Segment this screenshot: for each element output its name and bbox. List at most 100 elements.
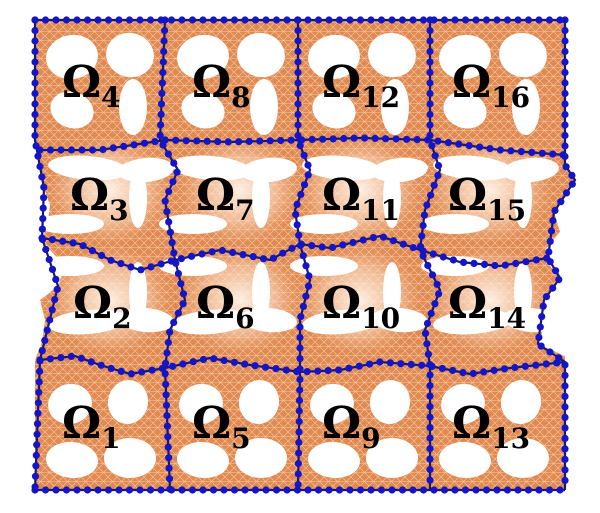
node-dot (561, 68, 569, 77)
node-dot (163, 208, 171, 216)
node-dot (78, 146, 86, 154)
node-dot (345, 364, 353, 372)
node-dot (51, 296, 59, 304)
node-dot (418, 232, 426, 240)
node-dot (162, 380, 170, 388)
node-dot (31, 26, 39, 35)
node-dot (535, 333, 543, 341)
node-dot (179, 300, 187, 308)
node-dot (35, 378, 43, 386)
node-dot (435, 290, 443, 298)
node-dot (496, 146, 504, 154)
node-dot (356, 486, 365, 494)
node-dot (77, 354, 85, 362)
node-dot (39, 204, 47, 212)
node-dot (302, 262, 310, 270)
node-dot (561, 455, 569, 463)
node-dot (296, 386, 304, 394)
node-dot (295, 438, 303, 447)
hole (129, 168, 147, 228)
node-dot (418, 361, 426, 369)
node-dot (164, 443, 172, 451)
node-dot (304, 486, 312, 494)
node-dot (161, 26, 169, 35)
node-dot (561, 466, 569, 474)
node-dot (403, 135, 411, 143)
node-dot (536, 323, 544, 331)
node-dot (159, 68, 167, 77)
node-dot (120, 142, 128, 150)
node-dot (158, 79, 166, 87)
node-dot (426, 371, 434, 379)
hole (119, 79, 147, 135)
node-dot (198, 250, 206, 258)
node-dot (287, 136, 295, 144)
node-dot (97, 361, 105, 369)
node-dot (224, 138, 232, 146)
node-dot (166, 228, 174, 236)
node-dot (426, 79, 434, 87)
node-dot (178, 16, 186, 24)
node-dot (346, 16, 354, 24)
node-dot (294, 89, 302, 98)
hole (499, 32, 547, 78)
node-dot (163, 422, 171, 430)
node-dot (294, 470, 302, 478)
node-dot (57, 146, 65, 154)
hole (312, 91, 356, 129)
node-dot (31, 89, 39, 98)
node-dot (461, 486, 470, 494)
node-dot (365, 360, 374, 368)
node-dot (562, 189, 571, 197)
node-dot (304, 16, 312, 24)
node-dot (428, 142, 436, 150)
node-dot (140, 139, 149, 147)
node-dot (561, 434, 569, 442)
hole (159, 214, 227, 234)
node-dot (438, 364, 446, 373)
node-dot (386, 359, 394, 367)
node-dot (229, 248, 237, 257)
node-dot (426, 424, 434, 432)
node-dot (166, 485, 174, 493)
node-dot (300, 151, 308, 159)
node-dot (522, 258, 530, 266)
node-dot (294, 121, 302, 129)
node-dot (431, 152, 439, 160)
node-dot (491, 261, 499, 270)
node-dot (426, 434, 434, 442)
hole (514, 262, 532, 322)
node-dot (299, 252, 307, 260)
node-dot (157, 110, 165, 118)
node-dot (335, 366, 343, 374)
hole (368, 32, 416, 78)
node-dot (296, 354, 304, 363)
node-dot (423, 340, 431, 348)
node-dot (294, 37, 302, 45)
node-dot (486, 145, 494, 153)
node-dot (296, 333, 304, 342)
hole (383, 262, 401, 322)
node-dot (208, 248, 216, 256)
label-omega-10: Ω10 (322, 278, 400, 335)
node-dot (512, 259, 520, 267)
hole (433, 309, 513, 335)
hole (512, 79, 540, 135)
node-dot (426, 466, 434, 474)
node-dot (262, 486, 270, 494)
node-dot (230, 486, 239, 494)
node-dot (303, 368, 311, 376)
node-dot (556, 486, 564, 494)
node-dot (295, 417, 303, 426)
node-dot (259, 255, 268, 263)
node-dot (535, 486, 543, 494)
label-omega-11: Ω11 (322, 170, 400, 227)
node-dot (294, 16, 302, 24)
node-dot (163, 412, 171, 420)
node-dot (88, 146, 97, 154)
node-dot (561, 121, 569, 129)
node-dot (356, 16, 365, 24)
node-dot (104, 16, 113, 24)
node-dot (388, 486, 396, 494)
node-dot (459, 369, 467, 377)
